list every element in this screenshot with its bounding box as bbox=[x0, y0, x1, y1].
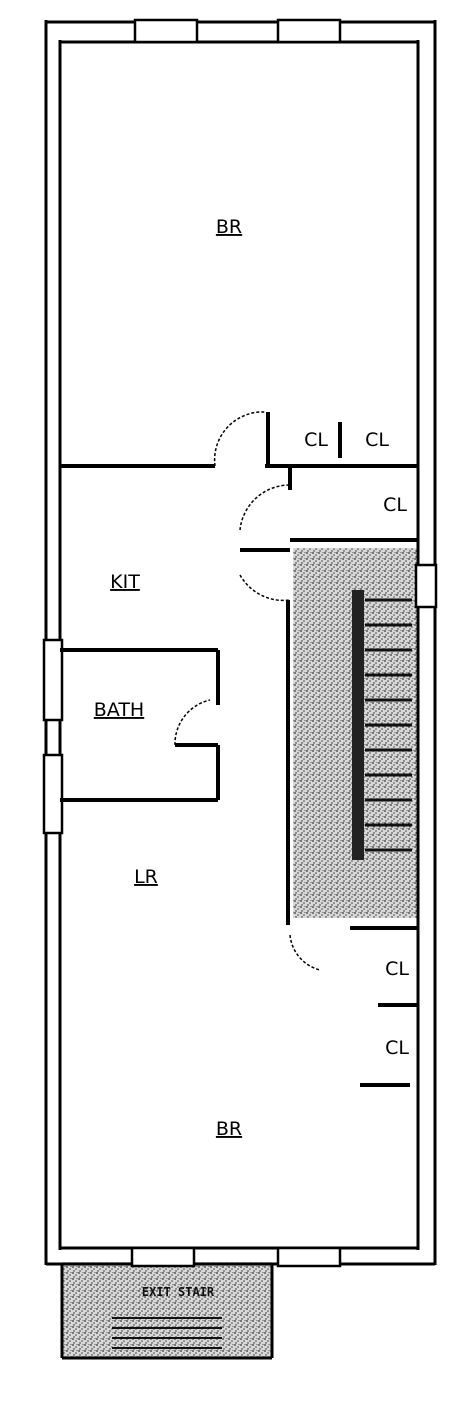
interior-walls bbox=[60, 412, 418, 1087]
closet-label-5: CL bbox=[385, 1037, 409, 1059]
closet-label-2: CL bbox=[365, 429, 389, 451]
room-label-br-bottom: BR bbox=[216, 1118, 242, 1140]
windows bbox=[42, 18, 438, 1268]
exit-stair: EXIT STAIR bbox=[62, 1262, 272, 1358]
closet-label-1: CL bbox=[304, 429, 328, 451]
room-label-lr: LR bbox=[134, 866, 158, 888]
room-label-bath: BATH bbox=[94, 699, 144, 721]
interior-stair bbox=[293, 548, 418, 918]
room-label-kit: KIT bbox=[110, 571, 140, 593]
closet-label-4: CL bbox=[385, 958, 409, 980]
exit-stair-label: EXIT STAIR bbox=[142, 1285, 215, 1299]
closet-label-3: CL bbox=[383, 494, 407, 516]
room-label-br-top: BR bbox=[216, 216, 242, 238]
door-swings bbox=[174, 411, 321, 971]
